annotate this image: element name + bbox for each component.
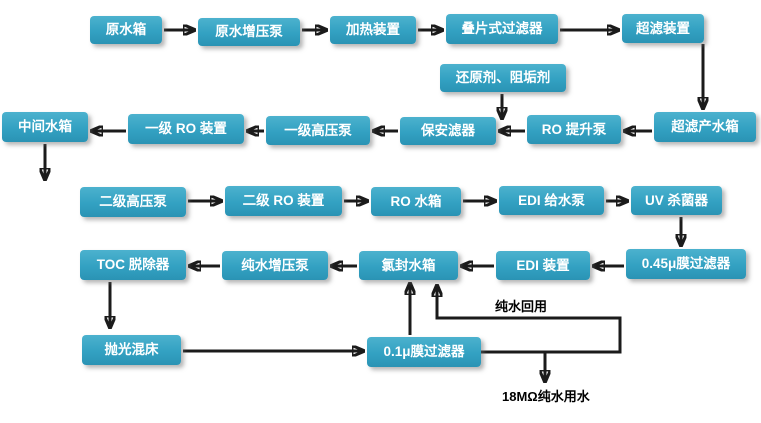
node-uf-unit: 超滤装置 [622,14,704,43]
node-toc-remover: TOC 脱除器 [80,250,186,280]
node-hp-pump2: 二级高压泵 [80,187,186,217]
node-ro-tank: RO 水箱 [371,187,461,216]
node-dosing: 还原剂、阻垢剂 [440,64,566,92]
node-ro1-unit: 一级 RO 装置 [128,114,244,144]
node-edi-unit: EDI 装置 [496,251,590,280]
node-raw-booster-pump: 原水增压泵 [198,18,300,46]
node-sealed-tank: 氯封水箱 [359,251,458,280]
reuse-label: 纯水回用 [495,299,548,314]
node-security-filter: 保安滤器 [400,117,496,145]
node-heater: 加热装置 [330,16,416,44]
node-ro-lift-pump: RO 提升泵 [527,115,621,144]
node-raw-water-tank: 原水箱 [90,16,162,44]
node-uf-product-tank: 超滤产水箱 [654,112,756,142]
node-polish-bed: 抛光混床 [82,335,181,365]
output-label: 18MΩ纯水用水 [502,389,590,404]
node-uv-sterilizer: UV 杀菌器 [631,186,722,215]
node-disc-filter: 叠片式过滤器 [446,14,558,44]
node-ro2-unit: 二级 RO 装置 [225,186,342,216]
node-filter-01: 0.1μ膜过滤器 [367,337,481,367]
node-edi-feed-pump: EDI 给水泵 [499,186,604,215]
node-mid-tank: 中间水箱 [2,112,88,142]
node-hp-pump1: 一级高压泵 [266,116,370,145]
node-pure-booster-pump: 纯水增压泵 [222,251,328,280]
node-filter-045: 0.45μ膜过滤器 [626,249,746,279]
